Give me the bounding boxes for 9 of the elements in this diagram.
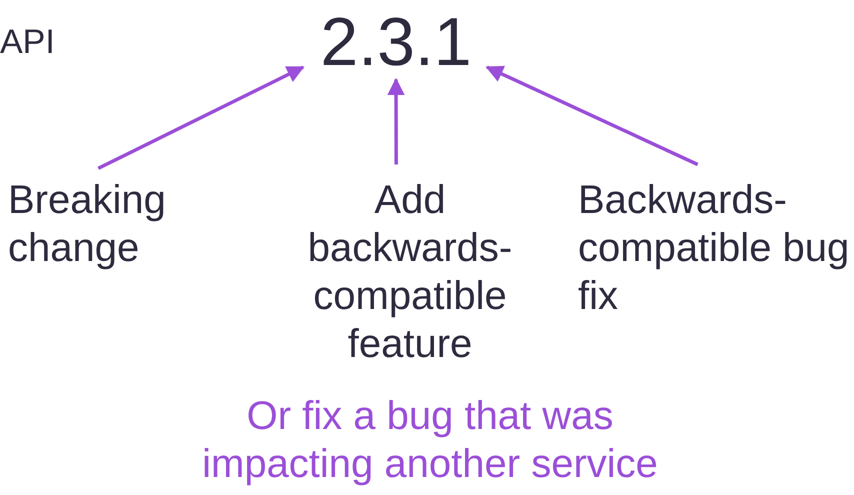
- arrow: [387, 78, 405, 164]
- annotation-text: Breaking change: [8, 177, 167, 272]
- axis-label: API: [0, 22, 56, 63]
- note-text: Or fix a bug that was impacting another service: [201, 393, 659, 488]
- arrow: [98, 66, 305, 170]
- annotation-text: Add backwards-compatible feature: [306, 177, 514, 368]
- version-number: 2.3.1: [319, 6, 473, 78]
- arrow: [486, 66, 698, 166]
- annotation-text: Backwards-compatible bug fix: [578, 177, 850, 320]
